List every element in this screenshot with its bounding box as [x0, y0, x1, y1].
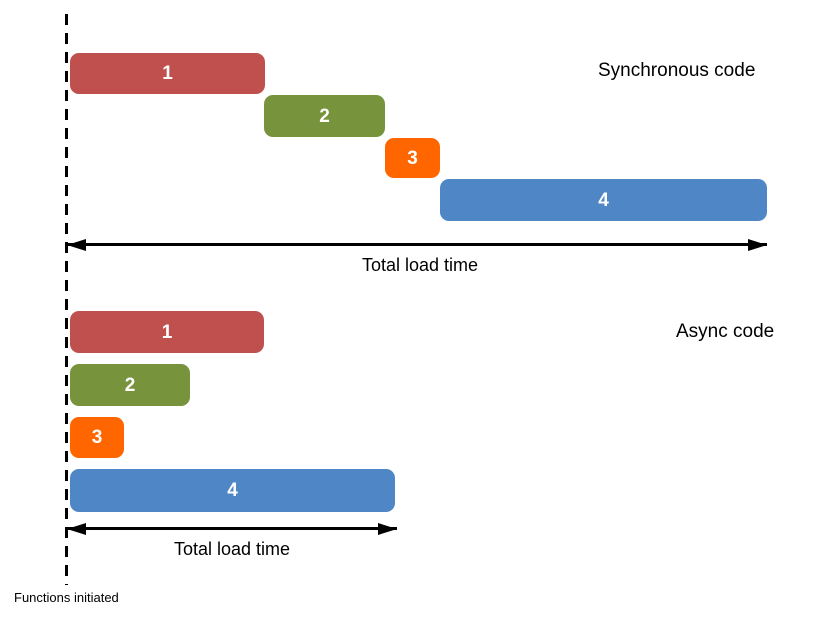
sync-total-arrow — [67, 238, 767, 251]
task-bar-1: 1 — [70, 311, 264, 353]
task-bar-4: 4 — [440, 179, 767, 221]
functions-initiated-line — [65, 14, 68, 585]
arrowhead-right-icon — [748, 238, 767, 251]
arrowhead-right-icon — [378, 522, 397, 535]
arrowhead-left-icon — [67, 238, 86, 251]
arrowhead-left-icon — [67, 522, 86, 535]
task-bar-label: 4 — [227, 480, 238, 501]
task-bar-3: 3 — [385, 138, 440, 178]
task-bar-label: 3 — [91, 427, 103, 448]
task-bar-label: 2 — [319, 105, 330, 127]
task-bar-label: 3 — [407, 147, 418, 169]
sync-section-title: Synchronous code — [598, 60, 756, 81]
async-total-arrow — [67, 522, 397, 535]
task-bar-label: 1 — [161, 321, 173, 343]
functions-initiated-label: Functions initiated — [14, 590, 119, 605]
task-bar-3: 3 — [70, 417, 124, 458]
task-bar-2: 2 — [70, 364, 190, 406]
sync-total-load-time-label: Total load time — [361, 255, 479, 275]
task-bar-1: 1 — [70, 53, 265, 94]
task-bar-label: 2 — [124, 374, 136, 396]
async-section-title: Async code — [676, 321, 775, 342]
task-bar-label: 4 — [598, 189, 609, 211]
task-bar-2: 2 — [264, 95, 385, 137]
async-total-load-time-label: Total load time — [173, 539, 291, 559]
task-bar-4: 4 — [70, 469, 395, 512]
task-bar-label: 1 — [162, 63, 173, 84]
